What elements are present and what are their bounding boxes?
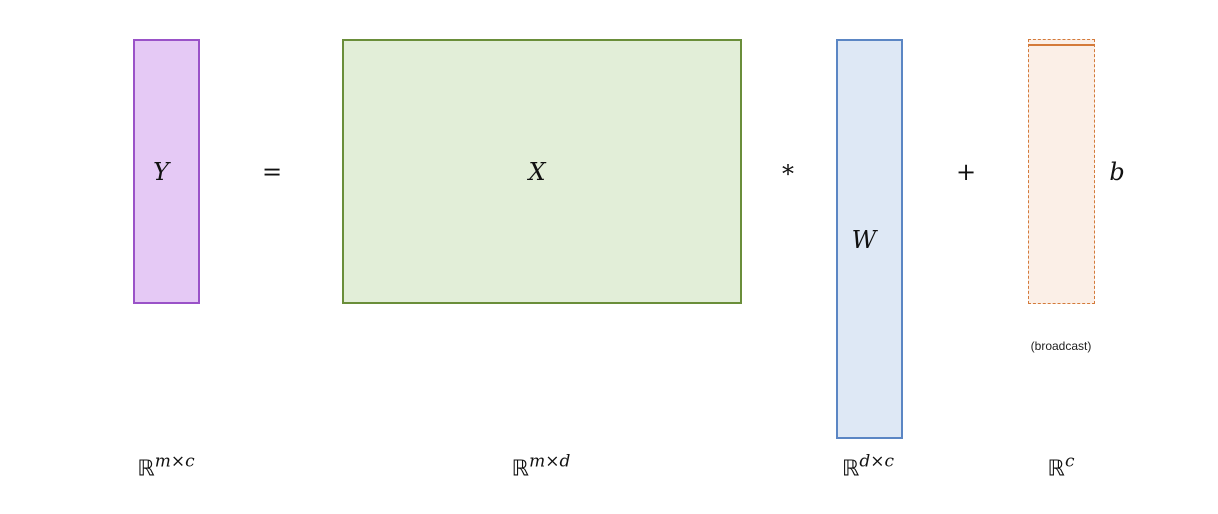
y-dimension-label: ℝm×c [137,453,194,482]
matrix-y-label: Y [153,158,169,186]
b-space-symbol: ℝ [1047,456,1065,482]
equals-operator: = [261,158,283,186]
w-dims: d×c [859,451,895,472]
x-space-symbol: ℝ [511,456,530,482]
b-dimension-label: ℝc [1047,453,1075,482]
matrix-x-box [342,39,742,304]
matrix-w-box [836,39,903,439]
broadcast-note: (broadcast) [1030,339,1092,353]
matrix-x-label: X [528,158,546,186]
vector-b-label: b [1109,158,1125,186]
x-dims: m×d [529,451,571,472]
vector-b-row [1029,40,1094,46]
w-dimension-label: ℝd×c [841,453,894,482]
plus-operator: + [955,158,977,186]
y-dims: m×c [154,451,195,472]
w-space-symbol: ℝ [841,456,860,482]
b-dims: c [1064,451,1075,472]
multiply-operator: * [782,160,794,188]
y-space-symbol: ℝ [137,456,155,482]
matrix-w-label: W [851,226,877,254]
vector-b-box [1028,39,1095,304]
matrix-y-box [133,39,200,304]
x-dimension-label: ℝm×d [511,453,571,482]
